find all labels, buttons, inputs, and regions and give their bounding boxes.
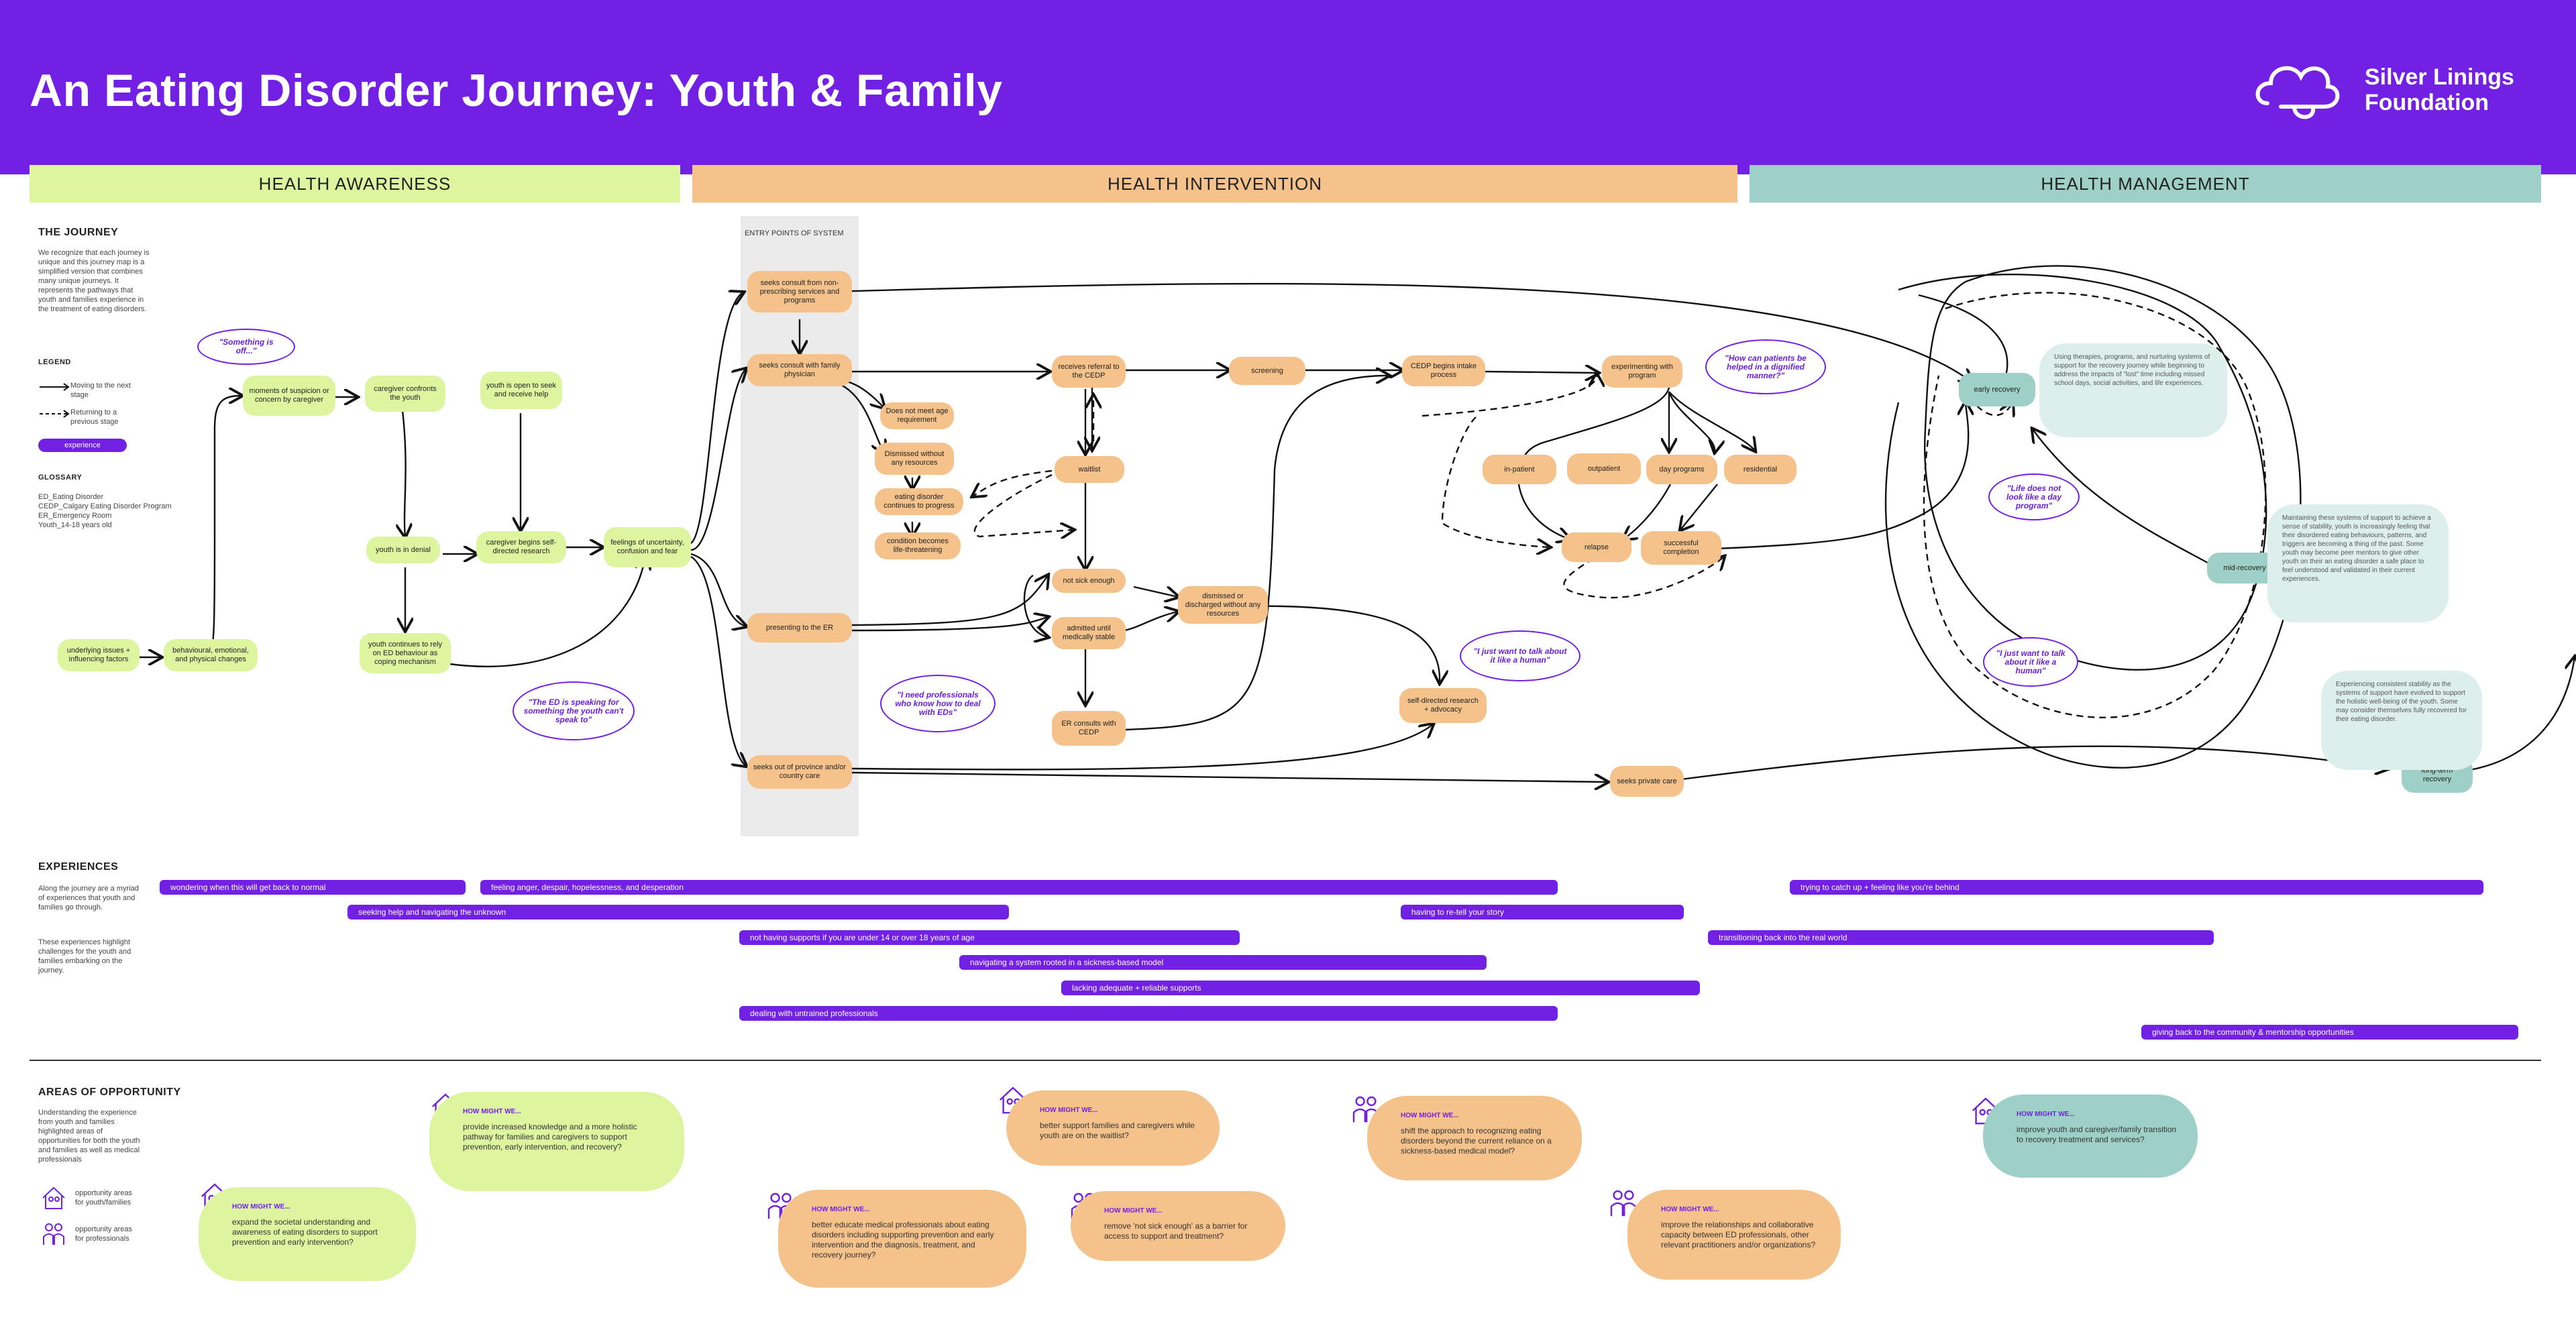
glossary-item: Youth_14-18 years old — [38, 521, 112, 529]
quote-ed-speaking: "The ED is speaking for something the yo… — [513, 681, 635, 740]
note-early-recovery: Using therapies, programs, and nurturing… — [2039, 343, 2227, 437]
node-dismissed-discharged: dismissed or discharged without any reso… — [1178, 586, 1268, 624]
node-youth-coping: youth continues to rely on ED behaviour … — [360, 633, 451, 673]
node-waitlist: waitlist — [1055, 456, 1124, 483]
dashed-arrow-icon — [40, 410, 70, 418]
node-out-of-province: seeks out of province and/or country car… — [747, 755, 852, 789]
node-screening: screening — [1229, 357, 1305, 385]
node-not-sick-enough: not sick enough — [1052, 569, 1126, 593]
opportunity-card: HOW MIGHT WE...better educate medical pr… — [778, 1190, 1026, 1288]
opportunities-text: Understanding the experience from youth … — [38, 1109, 140, 1164]
node-admitted-stable: admitted until medically stable — [1052, 617, 1126, 649]
quote-dignified: "How can patients be helped in a dignifi… — [1705, 339, 1826, 394]
experience-bar: navigating a system rooted in a sickness… — [959, 955, 1487, 970]
node-in-patient: in-patient — [1483, 455, 1556, 484]
node-life-threatening: condition becomes life-threatening — [875, 533, 961, 559]
quote-day-program: "Life does not look like a day program" — [1988, 473, 2080, 520]
legend-heading: LEGEND — [38, 358, 71, 366]
experiences-text-2: These experiences highlight challenges f… — [38, 938, 131, 974]
experience-bar: dealing with untrained professionals — [739, 1006, 1558, 1021]
quote-something-off: "Something is off..." — [197, 329, 295, 365]
journey-heading: THE JOURNEY — [38, 227, 119, 238]
experience-bar: lacking adequate + reliable supports — [1061, 981, 1700, 995]
glossary-item: ED_Eating Disorder — [38, 493, 104, 501]
opportunity-card: HOW MIGHT WE...remove 'not sick enough' … — [1071, 1191, 1285, 1261]
node-self-research-advocacy: self-directed research + advocacy — [1399, 688, 1487, 723]
experience-bar: giving back to the community & mentorshi… — [2141, 1025, 2518, 1040]
node-day-programs: day programs — [1646, 455, 1717, 484]
node-youth-denial: youth is in denial — [366, 537, 440, 563]
node-referral-cedp: receives referral to the CEDP — [1052, 355, 1126, 388]
node-cedp-intake: CEDP begins intake process — [1402, 355, 1485, 386]
note-long-term: Experiencing consistent stability as the… — [2321, 671, 2482, 770]
note-mid-recovery: Maintaining these systems of support to … — [2267, 504, 2449, 622]
opportunities-heading: AREAS OF OPPORTUNITY — [38, 1086, 181, 1098]
node-non-prescribing: seeks consult from non-prescribing servi… — [747, 271, 852, 313]
quote-talk-like-human-2: "I just want to talk about it like a hum… — [1983, 637, 2078, 687]
phase-health-management: HEALTH MANAGEMENT — [1750, 165, 2541, 203]
legend-next-label: Moving to the next stage — [70, 382, 131, 399]
node-experimenting-program: experimenting with program — [1602, 355, 1682, 388]
node-underlying-issues: underlying issues + influencing factors — [58, 639, 140, 671]
cloud-logo-icon — [2255, 66, 2340, 119]
legend-youth-families: opportunity areas for youth/families — [75, 1189, 132, 1207]
node-early-recovery: early recovery — [1959, 373, 2035, 406]
glossary-item: ER_Emergency Room — [38, 512, 112, 520]
professionals-icon — [43, 1223, 64, 1245]
node-behavioural-changes: behavioural, emotional, and physical cha… — [164, 639, 258, 671]
house-people-icon — [42, 1186, 65, 1209]
section-divider — [30, 1060, 2541, 1061]
node-not-age-requirement: Does not meet age requirement — [880, 402, 954, 429]
glossary-heading: GLOSSARY — [38, 473, 83, 482]
phase-health-awareness: HEALTH AWARENESS — [30, 165, 680, 203]
experiences-heading: EXPERIENCES — [38, 861, 119, 873]
legend-experience-pill: experience — [38, 439, 127, 452]
node-ed-continues: eating disorder continues to progress — [875, 488, 963, 515]
experience-bar: wondering when this will get back to nor… — [160, 880, 466, 895]
opportunity-card: HOW MIGHT WE...expand the societal under… — [199, 1187, 416, 1281]
opportunity-card: HOW MIGHT WE...shift the approach to rec… — [1367, 1096, 1582, 1180]
journey-description: We recognize that each journey is unique… — [38, 249, 150, 313]
entry-points-label: ENTRY POINTS OF SYSTEM — [745, 229, 844, 237]
page-title: An Eating Disorder Journey: Youth & Fami… — [30, 65, 1003, 116]
professionals-icon — [1610, 1190, 1637, 1217]
node-presenting-er: presenting to the ER — [747, 613, 852, 643]
node-outpatient: outpatient — [1567, 453, 1641, 484]
node-family-physician: seeks consult with family physician — [747, 354, 852, 386]
node-caregiver-confronts: caregiver confronts the youth — [365, 376, 445, 412]
experience-bar: having to re-tell your story — [1401, 905, 1684, 919]
opportunity-card: HOW MIGHT WE...provide increased knowled… — [429, 1092, 684, 1191]
experience-bar: feeling anger, despair, hopelessness, an… — [480, 880, 1558, 895]
experiences-text-1: Along the journey are a myriad of experi… — [38, 885, 139, 911]
quote-need-professionals: "I need professionals who know how to de… — [880, 675, 996, 732]
node-dismissed-no-resources: Dismissed without any resources — [875, 443, 954, 475]
quote-talk-like-human: "I just want to talk about it like a hum… — [1460, 630, 1580, 681]
node-moments-of-suspicion: moments of suspicion or concern by careg… — [243, 376, 335, 416]
legend-prev-label: Returning to a previous stage — [70, 408, 119, 426]
opportunity-card: HOW MIGHT WE...improve the relationships… — [1627, 1190, 1841, 1280]
node-successful-completion: successful completion — [1641, 531, 1721, 565]
opportunity-card: HOW MIGHT WE...better support families a… — [1006, 1091, 1220, 1166]
node-youth-open: youth is open to seek and receive help — [480, 372, 562, 409]
node-er-consults: ER consults with CEDP — [1052, 711, 1126, 746]
phase-health-intervention: HEALTH INTERVENTION — [692, 165, 1737, 203]
experience-bar: trying to catch up + feeling like you're… — [1790, 880, 2483, 895]
experience-bar: seeking help and navigating the unknown — [347, 905, 1009, 919]
solid-arrow-icon — [40, 383, 70, 391]
experience-bar: not having supports if you are under 14 … — [739, 930, 1240, 945]
node-relapse: relapse — [1562, 533, 1631, 562]
glossary-item: CEDP_Calgary Eating Disorder Program — [38, 502, 172, 510]
node-feelings-uncertainty: feelings of uncertainty, confusion and f… — [604, 527, 691, 567]
node-residential: residential — [1724, 455, 1796, 484]
experience-bar: transitioning back into the real world — [1708, 930, 2214, 945]
header-banner — [0, 0, 2576, 174]
opportunity-card: HOW MIGHT WE...improve youth and caregiv… — [1983, 1095, 2198, 1178]
node-caregiver-research: caregiver begins self-directed research — [476, 531, 566, 563]
legend-professionals: opportunity areas for professionals — [75, 1225, 132, 1243]
node-private-care: seeks private care — [1610, 766, 1684, 797]
